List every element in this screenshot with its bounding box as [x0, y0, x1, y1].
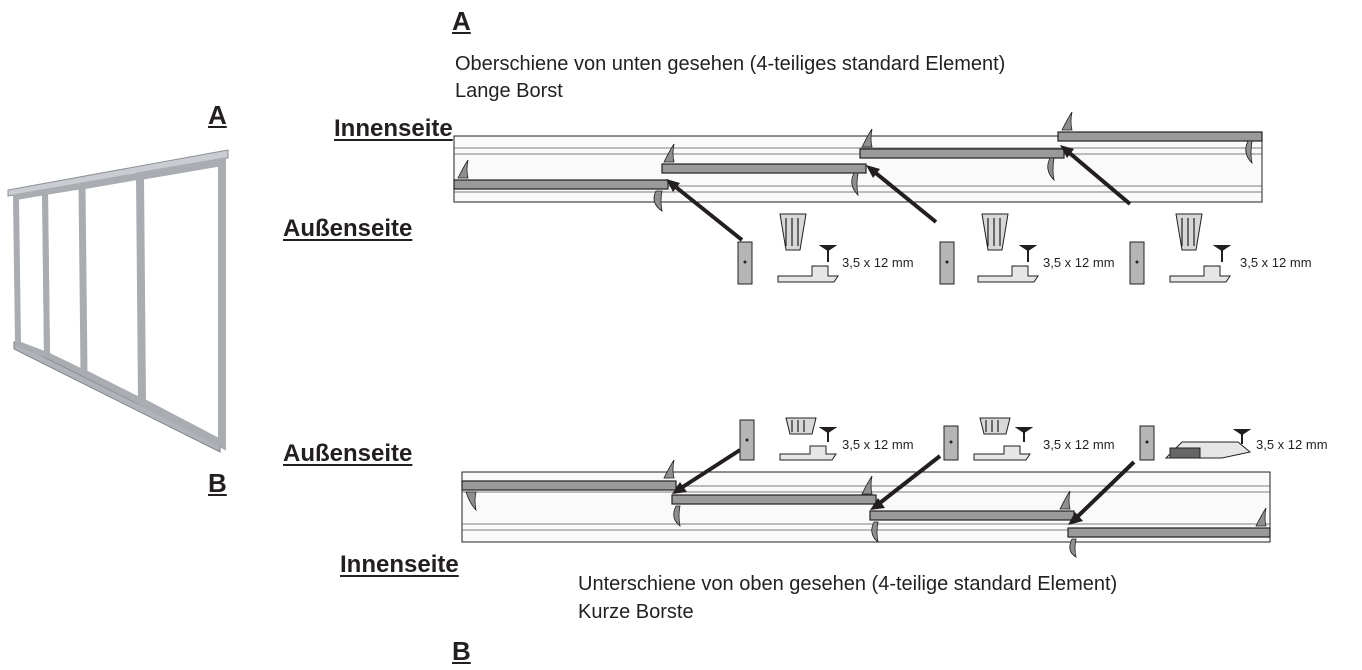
top-section-label: A — [452, 6, 471, 36]
bottom-parts-group-1 — [739, 417, 838, 461]
top-caption-line2: Lange Borst — [455, 80, 563, 102]
bottom-outside-label: Außenseite — [283, 440, 413, 467]
overview-label-a: A — [208, 100, 227, 130]
bottom-inside-label: Innenseite — [340, 551, 459, 578]
top-parts-group-2 — [939, 213, 1039, 285]
top-parts-group-3 — [1129, 213, 1232, 285]
bottom-screw-label-3: 3,5 x 12 mm — [1256, 437, 1328, 452]
top-screw-label-1: 3,5 x 12 mm — [842, 255, 914, 270]
top-rail-drawing — [453, 111, 1263, 242]
bottom-screw-label-1: 3,5 x 12 mm — [842, 437, 914, 452]
bottom-screw-label-2: 3,5 x 12 mm — [1043, 437, 1115, 452]
top-outside-label: Außenseite — [283, 215, 413, 242]
bottom-section-label: B — [452, 636, 471, 666]
overview-label-b: B — [208, 468, 227, 498]
bottom-parts-group-3 — [1139, 425, 1252, 461]
bottom-caption-line1: Unterschiene von oben gesehen (4-teilige… — [578, 573, 1118, 595]
top-inside-label: Innenseite — [334, 115, 453, 142]
door-frame-illustration — [7, 149, 229, 453]
bottom-parts-group-2 — [943, 417, 1034, 461]
bottom-caption-line2: Kurze Borste — [578, 601, 694, 623]
top-screw-label-3: 3,5 x 12 mm — [1240, 255, 1312, 270]
top-parts-group-1 — [737, 213, 839, 285]
top-caption-line1: Oberschiene von unten gesehen (4-teilige… — [455, 53, 1006, 75]
bottom-rail-drawing — [461, 448, 1271, 558]
top-screw-label-2: 3,5 x 12 mm — [1043, 255, 1115, 270]
